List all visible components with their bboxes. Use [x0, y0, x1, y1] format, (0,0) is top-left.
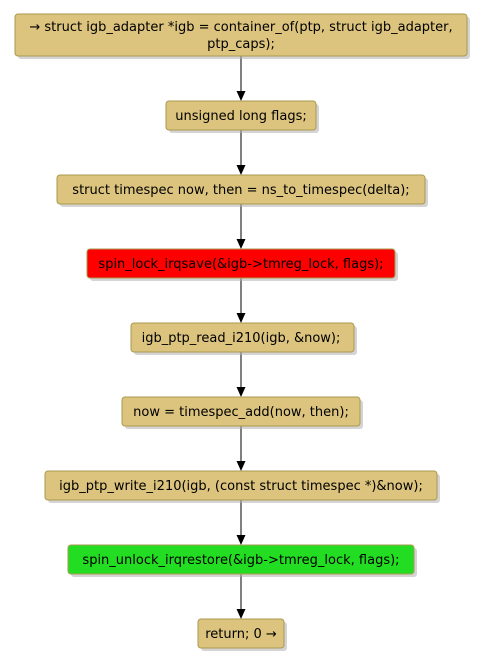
flow-node-spin-unlock: spin_unlock_irqrestore(&igb->tmreg_lock,…	[67, 544, 417, 577]
node-box	[67, 544, 415, 575]
arrow-head	[236, 165, 246, 175]
arrow-head	[236, 91, 246, 101]
arrow-head	[236, 387, 246, 397]
flow-arrow	[236, 130, 246, 175]
flow-node-read-i210: igb_ptp_read_i210(igb, &now);	[130, 322, 357, 355]
arrow-head	[236, 239, 246, 249]
flow-arrow	[236, 500, 246, 545]
node-box	[86, 248, 396, 279]
flow-node-timespec-decl: struct timespec now, then = ns_to_timesp…	[56, 174, 428, 207]
node-box	[44, 470, 438, 501]
flow-node-spin-lock: spin_lock_irqsave(&igb->tmreg_lock, flag…	[86, 248, 398, 281]
node-label: struct timespec now, then = ns_to_timesp…	[72, 183, 409, 198]
flow-arrow	[236, 204, 246, 249]
flow-node-write-i210: igb_ptp_write_i210(igb, (const struct ti…	[44, 470, 440, 503]
arrow-head	[236, 535, 246, 545]
flow-node-return: return; 0 →	[197, 618, 287, 651]
flow-arrow	[236, 574, 246, 619]
node-box	[197, 618, 285, 649]
flow-arrow	[236, 352, 246, 397]
node-label: ptp_caps);	[207, 37, 275, 52]
node-label: spin_unlock_irqrestore(&igb->tmreg_lock,…	[82, 553, 399, 568]
node-box	[14, 13, 468, 57]
node-label: igb_ptp_write_i210(igb, (const struct ti…	[59, 479, 423, 494]
flow-node-flags-decl: unsigned long flags;	[165, 100, 319, 133]
node-label: unsigned long flags;	[175, 109, 307, 124]
node-box	[130, 322, 355, 353]
node-label: return; 0 →	[205, 627, 277, 642]
flow-arrow	[236, 426, 246, 471]
node-label: now = timespec_add(now, then);	[133, 405, 349, 420]
node-box	[121, 396, 361, 427]
flow-arrow	[236, 278, 246, 323]
node-box	[165, 100, 317, 131]
node-label: spin_lock_irqsave(&igb->tmreg_lock, flag…	[98, 257, 383, 272]
flow-arrow	[236, 56, 246, 101]
arrow-head	[236, 313, 246, 323]
node-label: igb_ptp_read_i210(igb, &now);	[142, 331, 341, 346]
arrow-head	[236, 609, 246, 619]
node-box	[56, 174, 426, 205]
flow-node-container-of: → struct igb_adapter *igb = container_of…	[14, 13, 470, 59]
node-label: → struct igb_adapter *igb = container_of…	[29, 20, 452, 35]
flow-node-timespec-add: now = timespec_add(now, then);	[121, 396, 363, 429]
arrow-head	[236, 461, 246, 471]
